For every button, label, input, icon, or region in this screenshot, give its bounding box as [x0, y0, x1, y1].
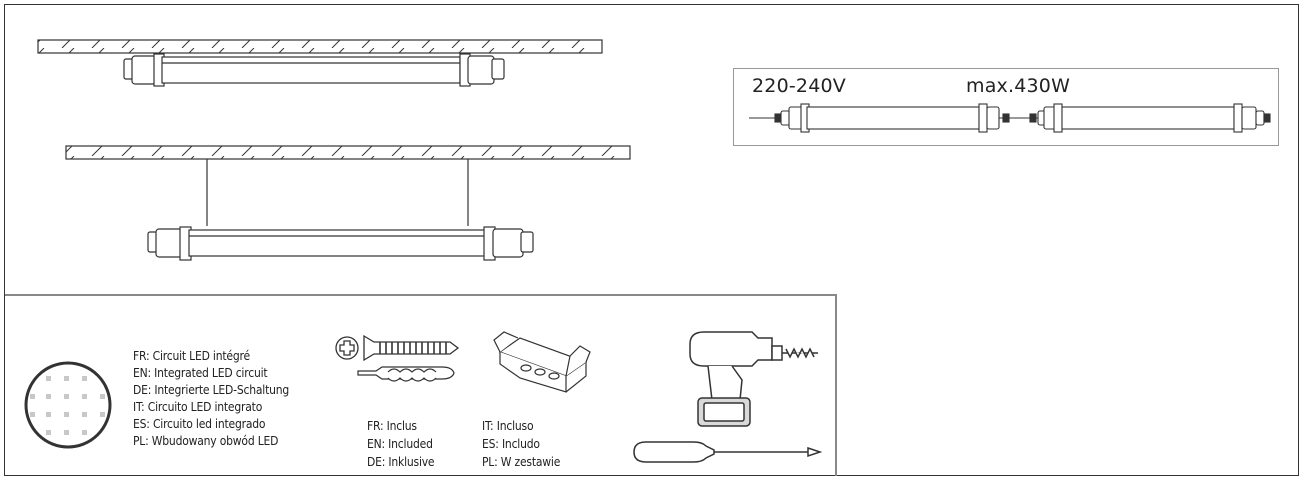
drill-icon — [689, 331, 818, 427]
led-circuit-line-de: DE: Integrierte LED-Schaltung — [133, 383, 290, 397]
connection-diagram-panel — [733, 68, 1279, 146]
suspension-cables — [206, 159, 469, 226]
led-circuit-line-es: ES: Circuito led integrado — [133, 417, 266, 431]
info-panel — [5, 294, 837, 476]
wall-plug-icon — [357, 366, 455, 382]
included-es: ES: Includo — [482, 437, 540, 451]
included-de: DE: Inklusive — [367, 455, 435, 469]
included-en: EN: Included — [367, 437, 433, 451]
led-circuit-line-fr: FR: Circuit LED intégré — [133, 349, 250, 363]
led-circuit-icon — [24, 361, 112, 449]
led-circuit-line-pl: PL: Wbudowany obwód LED — [133, 434, 279, 448]
mounting-clip-icon — [493, 331, 591, 393]
screw-icon — [335, 334, 460, 362]
fixture-surface-mounted — [123, 53, 505, 87]
led-circuit-line-it: IT: Circuito LED integrato — [133, 400, 263, 414]
ceiling-surface-mount — [37, 39, 603, 54]
voltage-label: 220-240V — [752, 75, 846, 97]
included-fr: FR: Inclus — [367, 419, 417, 433]
included-pl: PL: W zestawie — [482, 455, 561, 469]
instruction-frame — [4, 4, 1299, 476]
included-it: IT: Incluso — [482, 419, 534, 433]
led-circuit-line-en: EN: Integrated LED circuit — [133, 366, 268, 380]
max-power-label: max.430W — [966, 75, 1071, 97]
ceiling-suspended-mount — [65, 145, 631, 160]
screwdriver-icon — [633, 441, 823, 463]
fixture-suspended — [147, 226, 534, 261]
